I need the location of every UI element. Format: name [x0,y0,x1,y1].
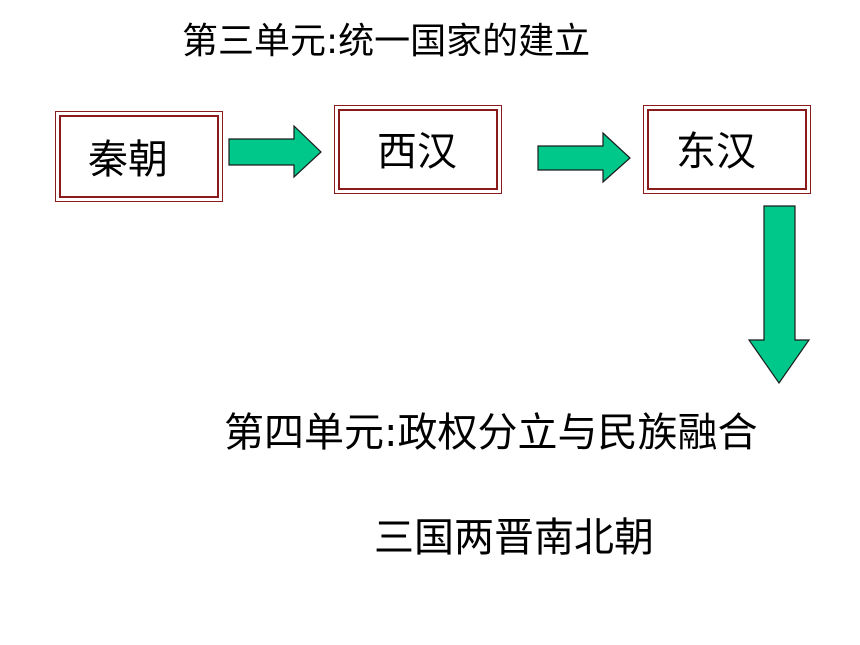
dynasty-label-donghan: 东汉 [676,129,756,175]
unit3-title: 第三单元:统一国家的建立 [182,21,591,62]
dynasty-label-qin: 秦朝 [88,137,168,183]
era-subtitle: 三国两晋南北朝 [374,515,654,561]
right-arrow-icon [228,124,322,179]
dynasty-box-xihan: 西汉 [334,105,502,194]
right-arrow-icon [537,131,631,184]
dynasty-box-donghan: 东汉 [643,105,811,194]
unit4-title: 第四单元:政权分立与民族融合 [224,410,758,456]
dynasty-box-qin: 秦朝 [55,111,223,202]
dynasty-label-xihan: 西汉 [377,129,457,175]
down-arrow-icon [747,205,811,385]
